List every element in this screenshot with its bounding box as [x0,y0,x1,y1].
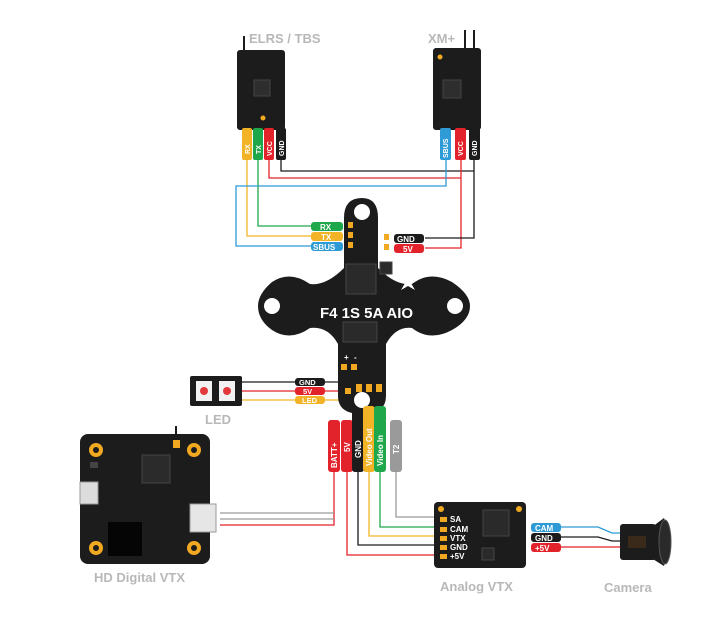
analog-vtx-board [434,502,526,568]
fc-label-5v: 5V [403,245,413,254]
xm-pin-sbus: SBUS [443,138,450,158]
harness-label-t2: T2 [392,444,401,454]
elrs-pin-rx: RX [245,144,252,154]
fc-hole-left [264,298,280,314]
xm-receiver: XM+ SBUS VCC GND [428,30,481,160]
wires [220,160,622,556]
elrs-pin-vcc: VCC [267,141,274,156]
elrs-chip [253,79,271,97]
fc-polarity-plus: + [344,353,349,362]
elrs-pin-gnd: GND [279,140,286,156]
fc-label-gnd: GND [397,235,415,244]
camera-pads: CAM GND +5V [531,523,561,553]
camera: Camera [604,518,672,595]
analog-vtx: SA CAM VTX GND +5V Analog VTX [434,502,526,594]
wire-t2 [395,470,437,518]
fc-label-tx: TX [321,233,332,242]
fc-right-labels: GND 5V [394,234,424,254]
fc-label-rx: RX [320,223,332,232]
led-pad-gnd: GND [299,378,316,387]
wire-fc-led-5v [325,368,341,392]
wire-5v [346,470,437,556]
fc-board [258,198,470,414]
fc-pads-right [384,234,389,250]
fc-name: F4 1S 5A AIO [320,305,413,322]
wire-elrs-rx [246,160,311,237]
fc-hole-top [354,204,370,220]
harness-label-video-out: Video Out [365,428,374,466]
camera-caption: Camera [604,580,652,595]
hd-vtx: HD Digital VTX [79,426,217,585]
wire-cam-signal [560,526,622,534]
led-module: LED GND 5V LED [190,376,325,427]
wire-gnd [357,470,437,546]
wire-video-out [368,470,437,537]
wire-xm-sbus [235,160,447,247]
xm-chip [442,79,462,99]
analog-pin-sa: SA [450,515,461,524]
wire-elrs-gnd [280,160,474,172]
led-caption: LED [205,412,231,427]
elrs-receiver: ELRS / TBS RX TX VCC GND [237,31,321,160]
harness-label-batt: BATT+ [330,442,339,468]
harness-label-5v: 5V [343,442,352,452]
wire-xm-gnd [425,160,475,239]
flight-controller: F4 1S 5A AIO + - [258,198,470,414]
fc-harness: BATT+ 5V GND Video Out Video In T2 [328,406,402,472]
fc-direction-arrow [401,278,415,290]
fc-left-labels: RX TX SBUS [311,222,343,252]
wire-cam-gnd [560,536,622,542]
xm-pins: SBUS VCC GND [440,128,480,160]
analog-pin-vtx: VTX [450,534,466,543]
hd-vtx-caption: HD Digital VTX [94,570,185,585]
wire-xm-vcc [425,160,462,249]
wire-batt [220,470,335,526]
elrs-pins: RX TX VCC GND [242,128,286,160]
led-pad-led: LED [302,396,318,405]
fc-hole-right [447,298,463,314]
wire-elrs-tx [257,160,311,227]
xm-pin-gnd: GND [472,140,479,156]
harness-label-gnd: GND [354,440,363,458]
xm-title: XM+ [428,31,456,46]
fc-pads-left [348,222,353,248]
wire-elrs-vcc [268,160,461,179]
fc-hole-bottom [354,392,370,408]
fc-label-sbus: SBUS [313,243,336,252]
xm-pin-vcc: VCC [458,141,465,156]
analog-pin-5v: +5V [450,552,465,561]
harness-label-video-in: Video In [376,435,385,466]
elrs-title: ELRS / TBS [249,31,321,46]
analog-pin-gnd: GND [450,543,468,552]
fc-polarity-minus: - [354,353,357,362]
elrs-pin-tx: TX [256,145,263,154]
analog-vtx-caption: Analog VTX [440,579,513,594]
analog-pin-cam: CAM [450,525,469,534]
camera-pad-gnd: GND [535,534,553,543]
camera-pad-5v: +5V [535,544,550,553]
wire-video-in [379,470,437,528]
camera-pad-cam: CAM [535,524,554,533]
led-pad-5v: 5V [303,387,312,396]
fc-mcu [345,263,377,295]
